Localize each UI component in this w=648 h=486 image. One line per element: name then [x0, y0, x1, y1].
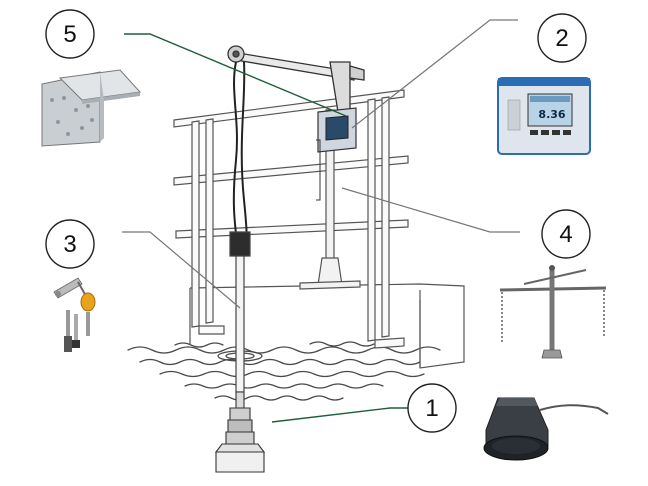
cantilever-arm [227, 45, 365, 113]
mounting-stand-icon [499, 265, 607, 359]
callout-label-3: 3 [63, 231, 76, 258]
callout-label-4: 4 [559, 221, 572, 248]
leader-line-5 [124, 33, 347, 117]
ultrasonic-sensor-installed [214, 391, 266, 473]
leader-line-1 [271, 407, 410, 423]
callout-5: 5 [45, 9, 95, 59]
leader-line-4 [341, 187, 520, 233]
railing [173, 89, 409, 349]
callout-label-5: 5 [63, 21, 76, 48]
water-surface [127, 341, 441, 401]
float-switch-accessory-icon [53, 277, 96, 352]
basin-wall [189, 283, 465, 369]
weather-protection-cover-icon [41, 69, 142, 147]
leader-line-3 [122, 231, 241, 309]
sensor-pipe [229, 61, 251, 393]
callout-label-2: 2 [555, 25, 568, 52]
callout-label-1: 1 [425, 395, 438, 422]
transmitter-display-value: 8.36 [538, 108, 565, 121]
leader-line-2 [351, 19, 518, 129]
transmitter-device-icon: 8.36 [497, 77, 591, 155]
callout-2: 2 [537, 13, 587, 63]
callout-1: 1 [407, 383, 457, 433]
ultrasonic-sensor-icon [483, 397, 609, 461]
transmitter-installed [316, 107, 357, 201]
leader-lines [122, 19, 520, 423]
callout-4: 4 [541, 209, 591, 259]
callout-3: 3 [45, 219, 95, 269]
